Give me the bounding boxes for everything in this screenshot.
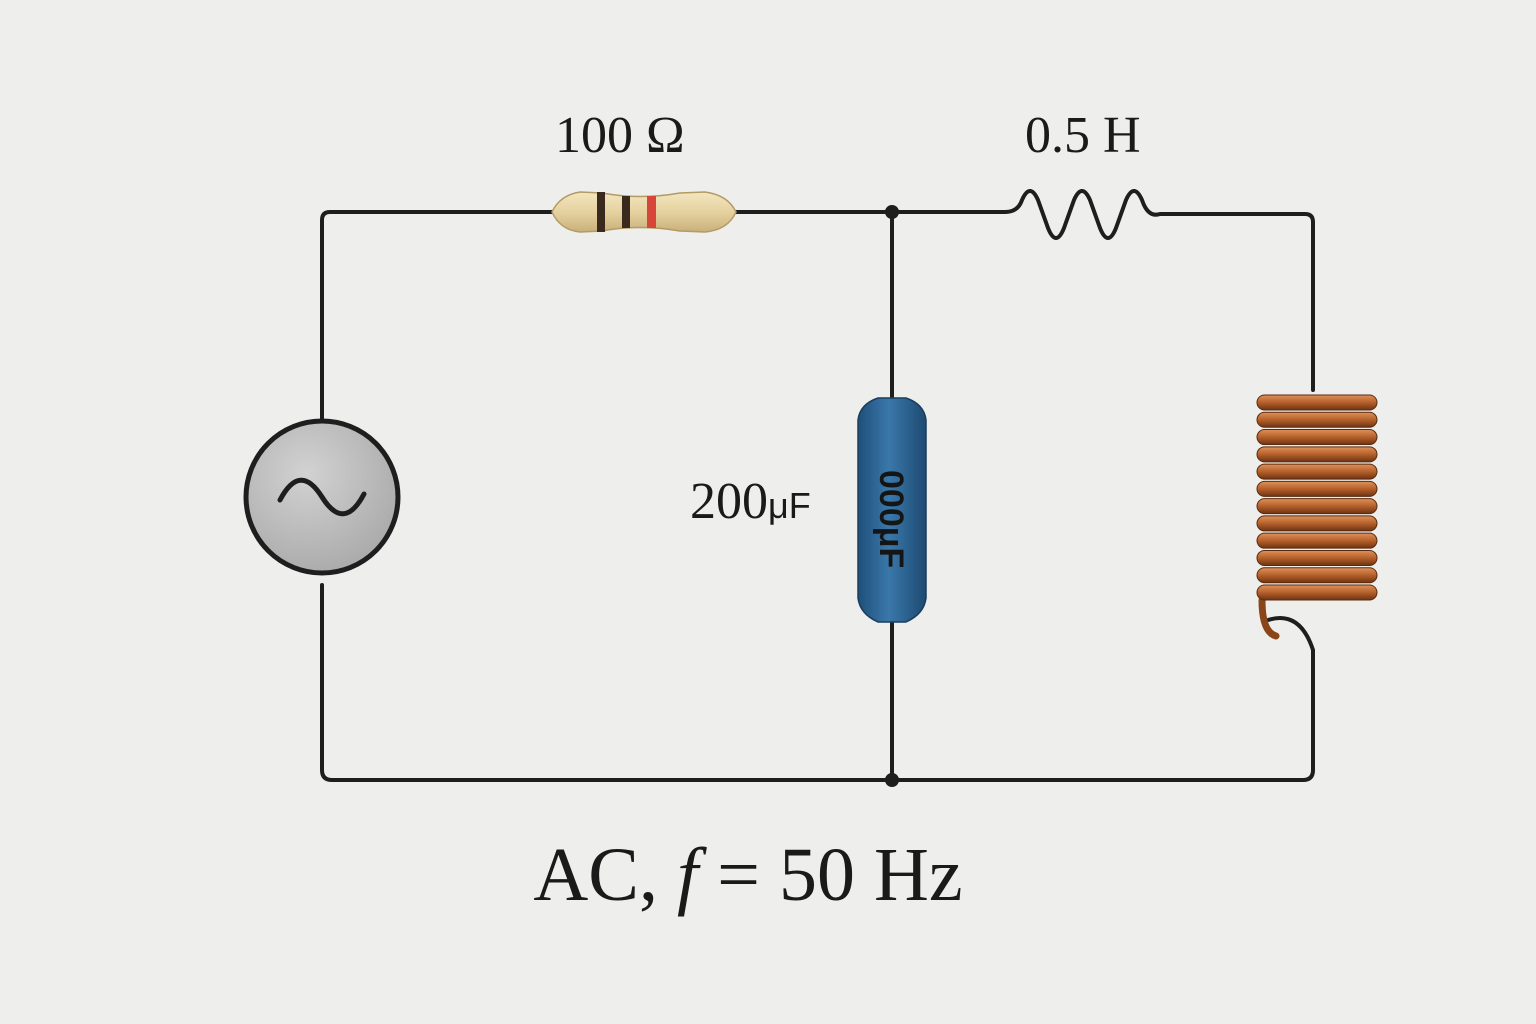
capacitor-label-unit: μF [768, 485, 811, 526]
resistor-label: 100 Ω [555, 107, 685, 164]
source-label-symbol: f [676, 833, 699, 917]
wires [320, 189, 1315, 782]
coil-turn [1256, 411, 1378, 428]
wire-coil-bottom [320, 583, 1315, 782]
ac-source [243, 418, 401, 576]
coil-turn [1256, 549, 1378, 566]
capacitor-label-value: 200 [690, 473, 768, 530]
sine-wave-icon [277, 477, 367, 517]
coil-turn [1256, 394, 1378, 411]
coil-turn [1256, 532, 1378, 549]
resistor [551, 191, 737, 233]
source-label: AC, f = 50 Hz [0, 832, 1496, 919]
capacitor-body-marking: 000μF [872, 470, 910, 568]
coil-turn [1256, 584, 1378, 601]
source-label-suffix: = 50 Hz [698, 833, 963, 917]
inductor-label: 0.5 H [1025, 107, 1141, 164]
wire-left-top [320, 210, 557, 422]
coil-turn [1256, 515, 1378, 532]
inductor-zigzag [1003, 189, 1315, 392]
coil-turn [1256, 480, 1378, 497]
coil-turn [1256, 498, 1378, 515]
coil-turn [1256, 567, 1378, 584]
source-label-prefix: AC, [533, 833, 677, 917]
capacitor: 000μF [857, 397, 927, 623]
coil-turn [1256, 429, 1378, 446]
copper-coil [1256, 394, 1378, 640]
coil-turn [1256, 463, 1378, 480]
capacitor-label: 200μF [690, 472, 811, 531]
junction-bottom [885, 773, 899, 787]
coil-turn [1256, 446, 1378, 463]
junction-top [885, 205, 899, 219]
